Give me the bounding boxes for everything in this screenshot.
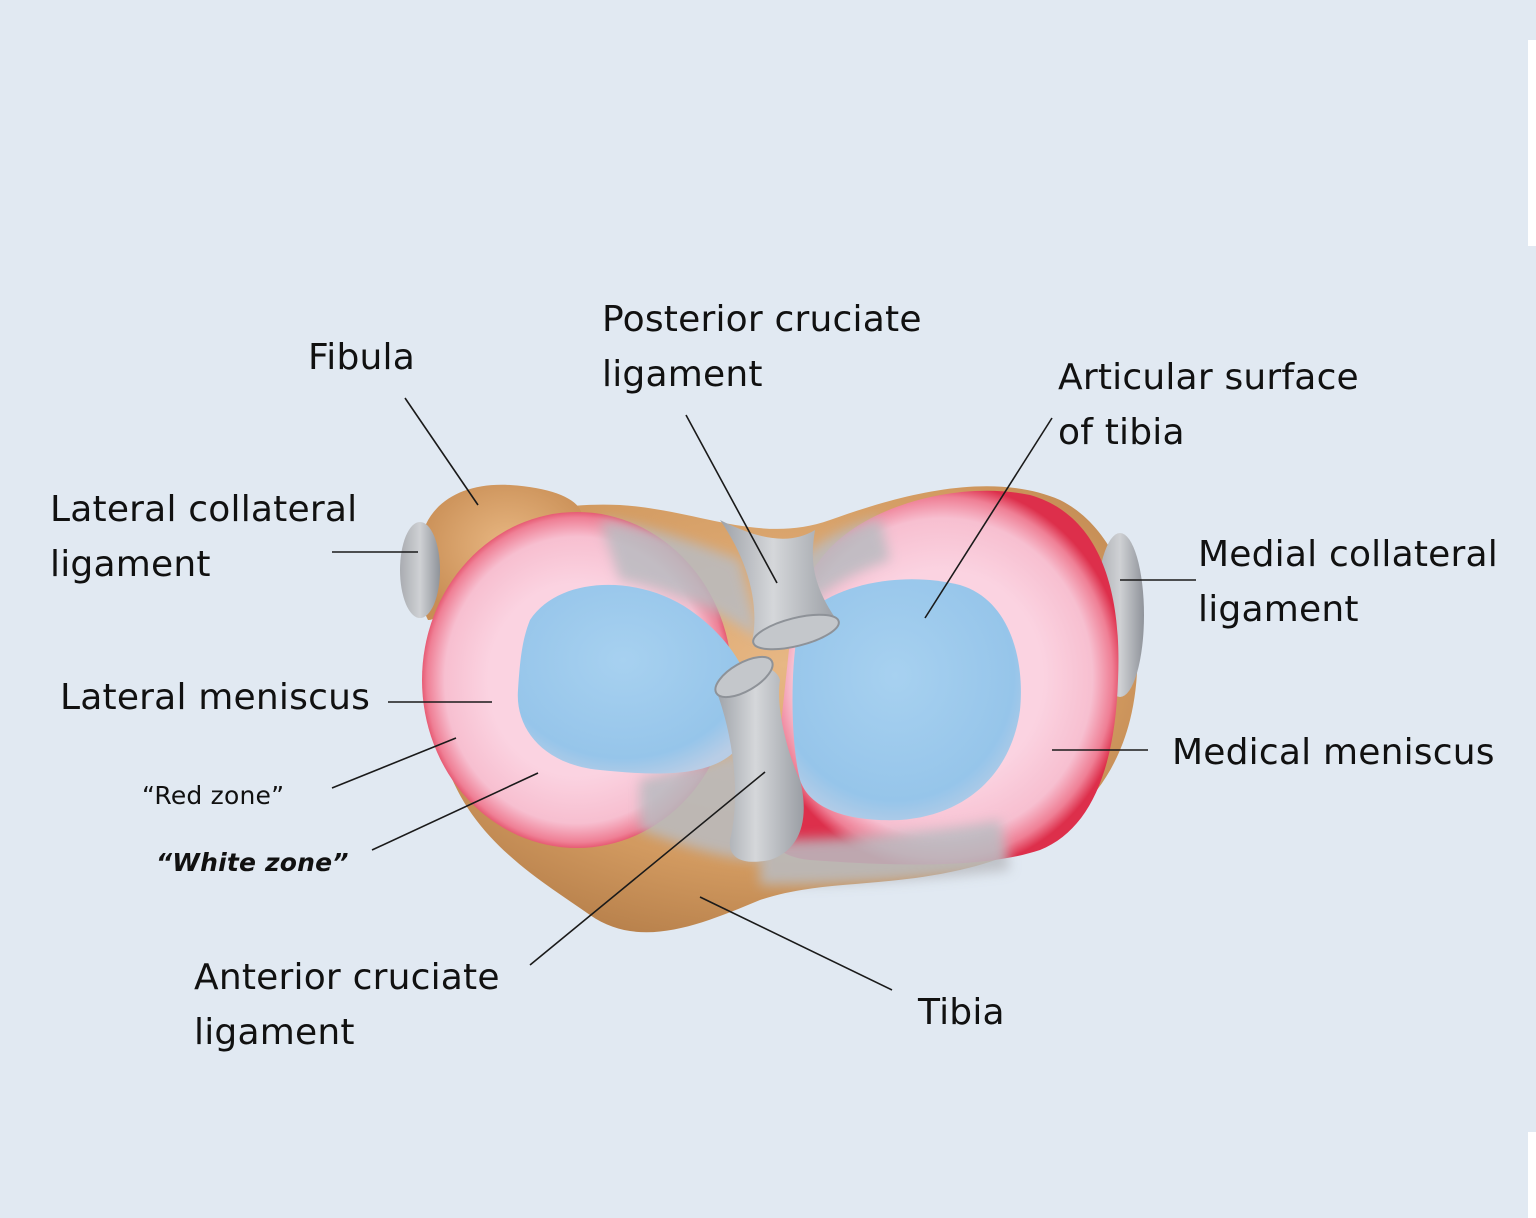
horn-attachment-lower (640, 750, 760, 860)
label-red-zone: “Red zone” (142, 781, 284, 811)
label-acl-line1: Anterior cruciate (194, 957, 500, 998)
label-white-zone-line1: “White zone” (156, 848, 349, 877)
label-articular-line2: of tibia (1058, 412, 1185, 453)
red-zone-leader (331, 737, 457, 789)
pcl-cut-end (752, 613, 840, 651)
label-fibula: Fibula (308, 330, 415, 385)
label-medial-meniscus-line1: Medical meniscus (1172, 732, 1495, 773)
medial-horn-upper (800, 518, 890, 605)
label-lateral-meniscus: Lateral meniscus (60, 670, 370, 725)
label-red-zone-line1: “Red zone” (142, 781, 285, 810)
label-anterior-cruciate-ligament: Anterior cruciate ligament (194, 950, 500, 1060)
label-pcl-line2: ligament (602, 354, 763, 395)
label-tibia: Tibia (918, 985, 1005, 1040)
label-white-zone: “White zone” (156, 848, 349, 878)
horn-attachment-upper (600, 520, 760, 640)
pcl-leader (685, 414, 778, 584)
label-lateral-meniscus-line1: Lateral meniscus (60, 677, 371, 718)
articular-surface-of-tibia (792, 579, 1021, 821)
white-zone-leader (371, 772, 539, 851)
medial-horn-lower (760, 820, 1010, 885)
label-mcl-line2: ligament (1198, 589, 1359, 630)
articular-leader (924, 417, 1053, 619)
fibula-leader (404, 397, 479, 506)
label-lateral-collateral-ligament: Lateral collateral ligament (50, 482, 357, 592)
label-medial-meniscus: Medical meniscus (1172, 725, 1495, 780)
label-lcl-line1: Lateral collateral (50, 489, 358, 530)
label-posterior-cruciate-ligament: Posterior cruciate ligament (602, 292, 922, 402)
lateral-articular-surface (517, 584, 752, 774)
right-edge-strip-lower (1528, 1132, 1536, 1218)
label-medial-collateral-ligament: Medial collateral ligament (1198, 527, 1498, 637)
label-fibula-line1: Fibula (308, 337, 416, 378)
label-pcl-line1: Posterior cruciate (602, 299, 922, 340)
label-mcl-line1: Medial collateral (1198, 534, 1498, 575)
acl-cut-end (714, 655, 774, 699)
label-articular-line1: Articular surface (1058, 357, 1359, 398)
right-edge-strip (1528, 40, 1536, 246)
label-articular-surface: Articular surface of tibia (1058, 350, 1359, 460)
lateral-collateral-ligament-shape (400, 522, 440, 618)
label-lcl-line2: ligament (50, 544, 211, 585)
label-tibia-line1: Tibia (918, 992, 1005, 1033)
tibia-leader (699, 896, 893, 991)
acl-leader (529, 771, 766, 966)
anterior-cruciate-ligament-shape (716, 666, 804, 862)
posterior-cruciate-ligament-shape (720, 520, 838, 644)
label-acl-line2: ligament (194, 1012, 355, 1053)
